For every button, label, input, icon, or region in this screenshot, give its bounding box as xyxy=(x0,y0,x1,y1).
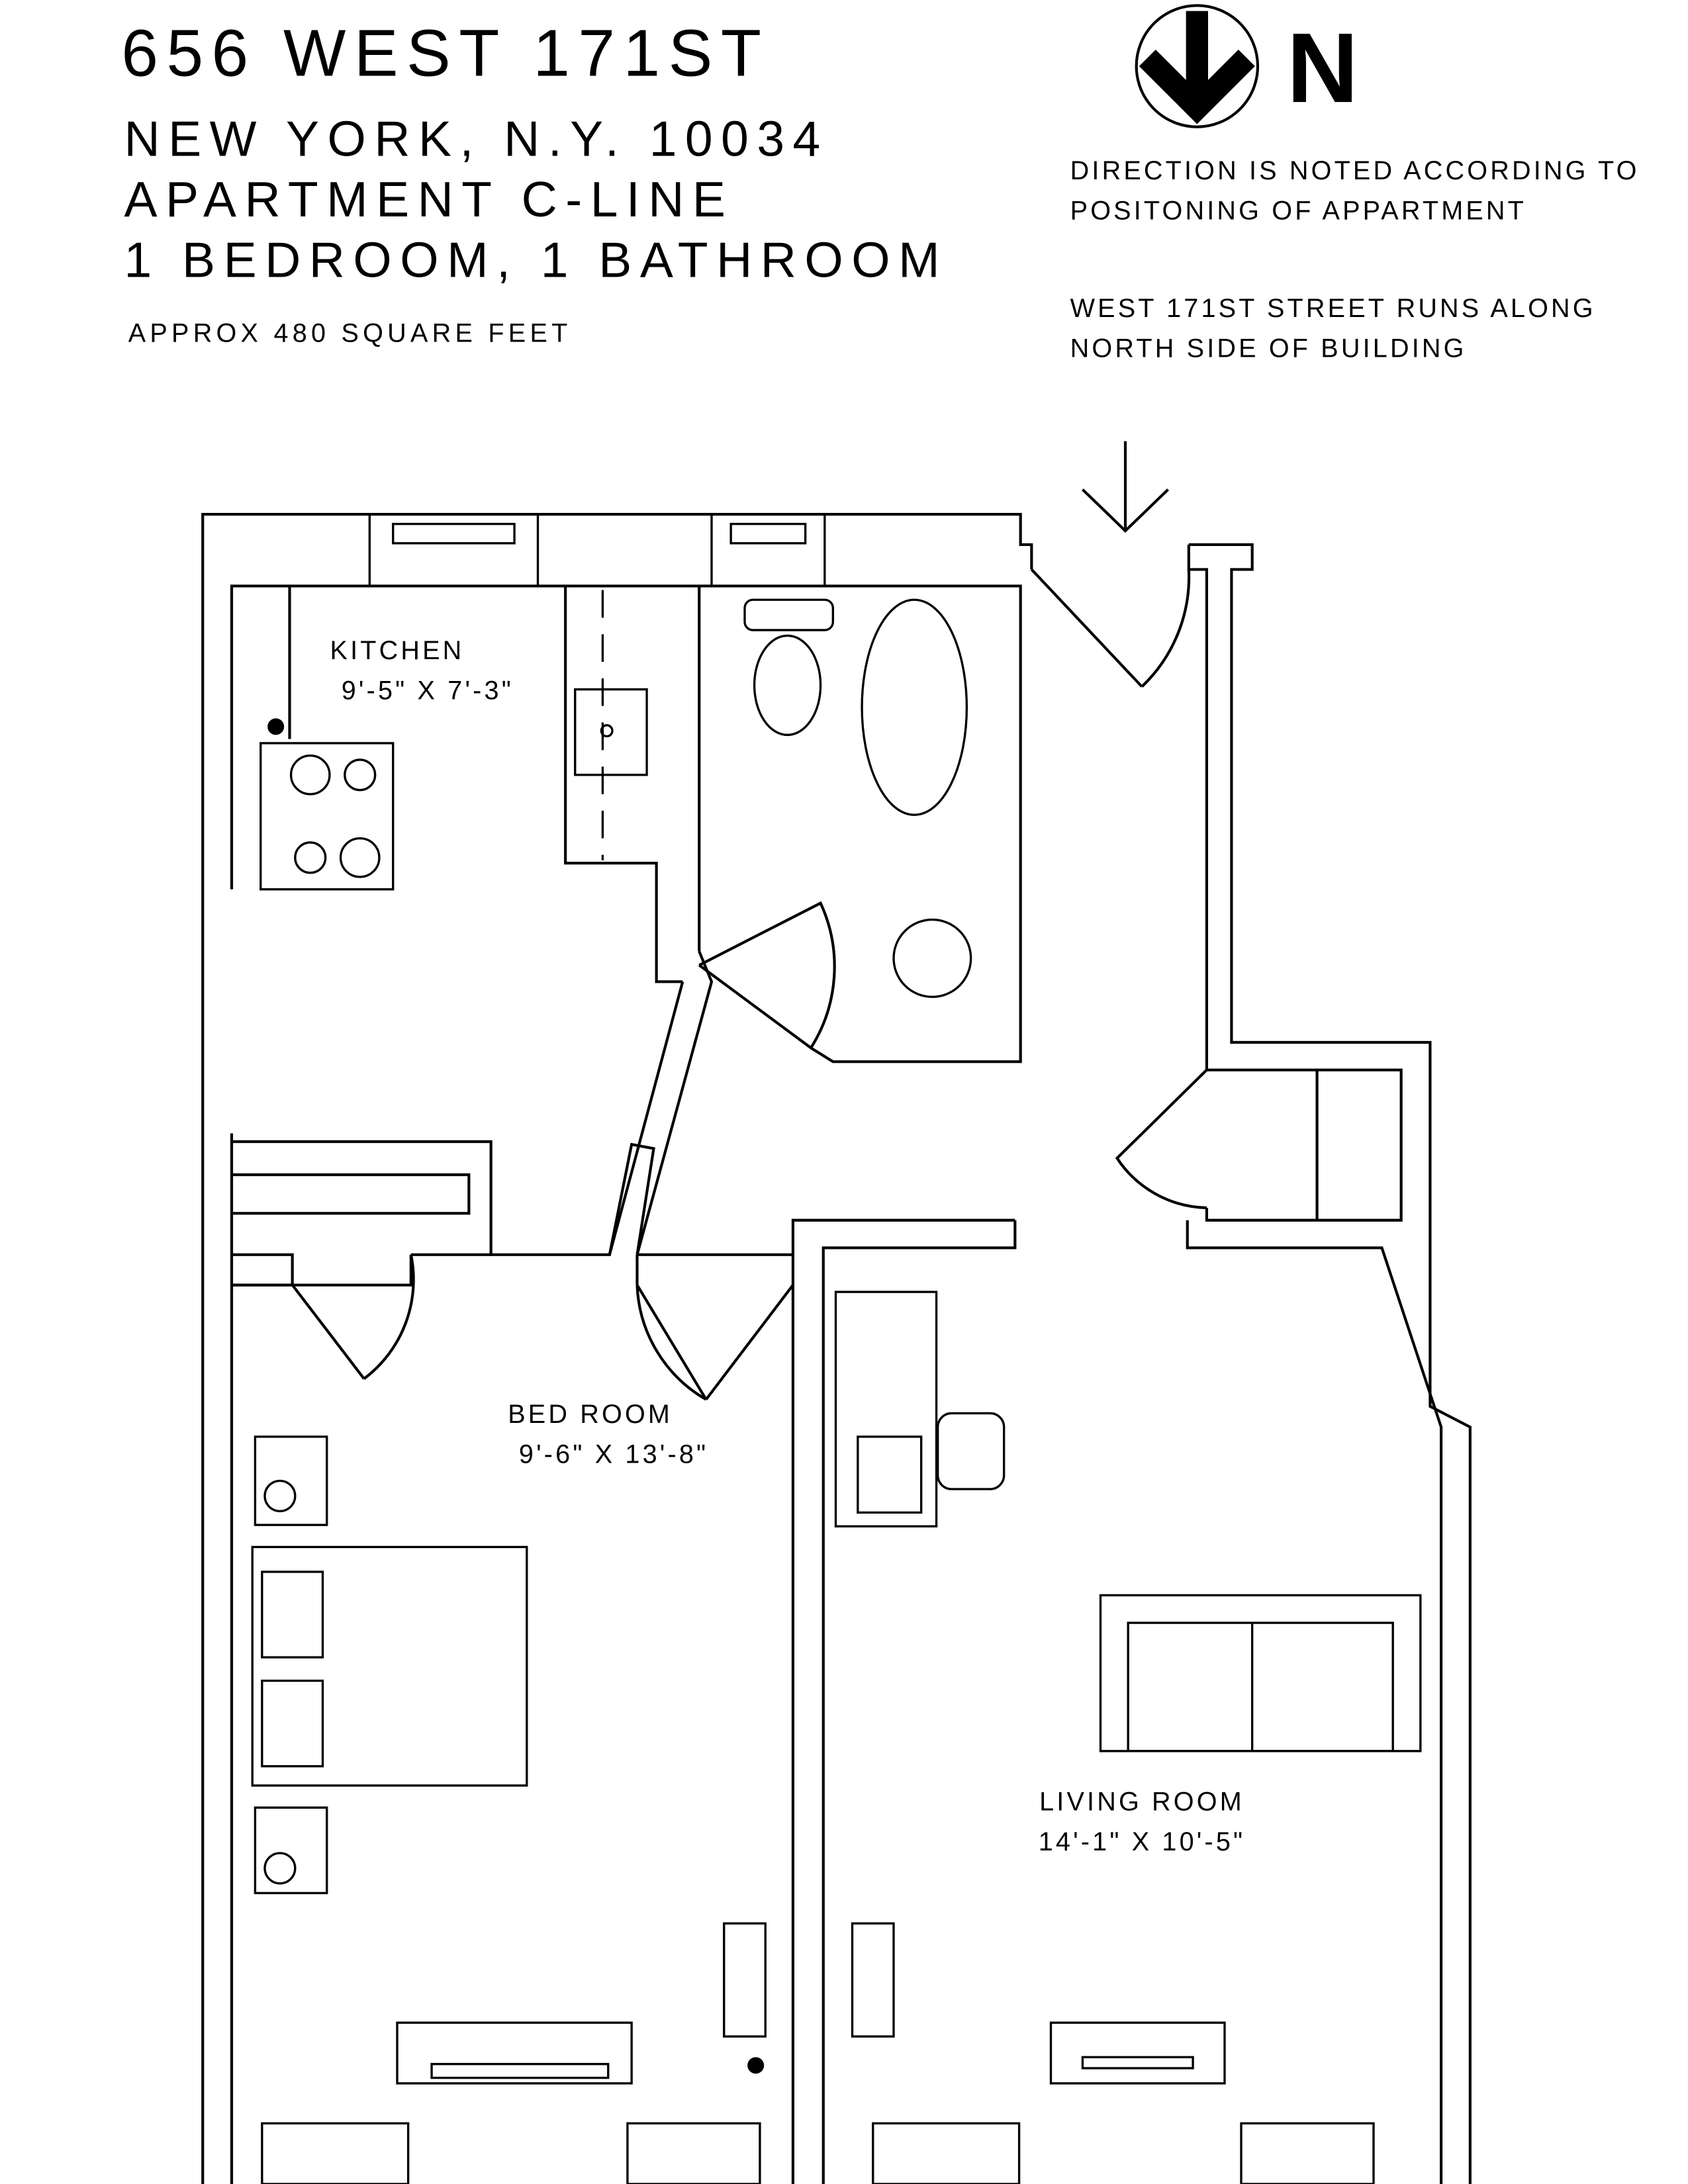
area-line: APPROX 480 SQUARE FEET xyxy=(128,319,572,348)
direction-notes: DIRECTION IS NOTED ACCORDING TO POSITONI… xyxy=(1070,156,1640,363)
dresser-icon xyxy=(396,2021,633,2085)
kitchen-sink-icon xyxy=(574,688,648,776)
tv-stand-icon xyxy=(1049,2021,1226,2085)
window xyxy=(1240,2122,1375,2184)
toilet-tank xyxy=(743,598,834,631)
stove-icon xyxy=(259,742,395,891)
bedroom-size: 9'-6" X 13'-8" xyxy=(519,1439,708,1469)
window xyxy=(368,513,539,588)
bed-icon xyxy=(251,1545,528,1787)
north-compass: N xyxy=(1135,4,1358,128)
header: 656 WEST 171ST NEW YORK, N.Y. 10034 APAR… xyxy=(121,17,949,348)
layout-line: 1 BEDROOM, 1 BATHROOM xyxy=(124,232,949,288)
kitchen-fixtures xyxy=(259,590,648,891)
computer-icon xyxy=(857,1435,923,1514)
window xyxy=(261,2122,410,2184)
pipe-icon xyxy=(747,2057,765,2074)
bathtub-icon xyxy=(861,598,968,816)
street-note-2: NORTH SIDE OF BUILDING xyxy=(1070,334,1467,363)
living-room-label: LIVING ROOM xyxy=(1039,1787,1244,1816)
nightstand-icon xyxy=(254,1435,328,1526)
window xyxy=(392,523,516,545)
bedroom-furniture xyxy=(251,1435,767,2085)
arrow-down-icon xyxy=(1139,11,1255,124)
apartment-line: APARTMENT C-LINE xyxy=(124,171,734,227)
street-note-1: WEST 171ST STREET RUNS ALONG xyxy=(1070,294,1596,323)
nightstand-icon xyxy=(254,1806,328,1895)
windows xyxy=(261,513,1375,2184)
desk-icon xyxy=(834,1291,938,1527)
city-line: NEW YORK, N.Y. 10034 xyxy=(124,111,829,166)
bathroom-fixtures xyxy=(743,598,972,998)
kitchen-size: 9'-5" X 7'-3" xyxy=(342,676,514,705)
sofa-icon xyxy=(1099,1594,1422,1752)
room-labels: KITCHEN 9'-5" X 7'-3" BED ROOM 9'-6" X 1… xyxy=(330,636,1246,1856)
toilet-icon xyxy=(753,634,822,737)
living-room-size: 14'-1" X 10'-5" xyxy=(1039,1827,1246,1856)
chair-icon xyxy=(937,1412,1006,1490)
address-title: 656 WEST 171ST xyxy=(121,17,769,91)
north-letter: N xyxy=(1287,12,1358,123)
direction-note-2: POSITONING OF APPARTMENT xyxy=(1070,196,1526,225)
kitchen-label: KITCHEN xyxy=(330,636,465,665)
radiator-icon xyxy=(851,1922,895,2038)
pipe-icon xyxy=(267,718,285,735)
direction-note-1: DIRECTION IS NOTED ACCORDING TO xyxy=(1070,156,1640,185)
bedroom-label: BED ROOM xyxy=(508,1400,673,1429)
window xyxy=(729,523,807,545)
radiator-icon xyxy=(723,1922,767,2038)
walls xyxy=(201,513,1472,2184)
window xyxy=(626,2122,761,2184)
living-furniture xyxy=(834,1291,1422,2085)
entrance-arrow-icon xyxy=(1081,441,1170,533)
window xyxy=(872,2122,1021,2184)
bathroom-sink-icon xyxy=(892,918,972,998)
window xyxy=(710,513,826,588)
